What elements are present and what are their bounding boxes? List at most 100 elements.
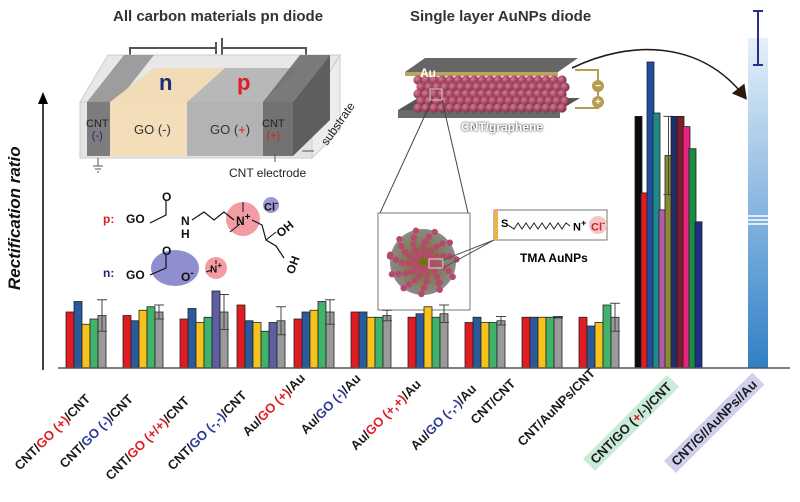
bar-5-3 — [374, 316, 384, 369]
bar-7-4 — [496, 320, 506, 369]
title-aunps-diode: Single layer AuNPs diode — [410, 8, 592, 25]
bar-7-3 — [488, 322, 498, 369]
n-go-label: GO — [126, 268, 145, 282]
bar-9-2 — [594, 322, 604, 369]
cnt-left-label: CNT(-) — [86, 118, 109, 142]
pn-diode-diagram — [79, 38, 341, 173]
tma-aunps-label: TMA AuNPs — [520, 251, 588, 265]
go-positive-label: GO (+) — [210, 122, 251, 137]
au-electrode-label: Au — [420, 66, 436, 80]
bar-2-1 — [187, 308, 197, 369]
error-bar-7 — [496, 316, 506, 326]
bar-6-2 — [423, 306, 433, 369]
bar-1-4 — [154, 311, 164, 369]
bar-9-0 — [578, 316, 588, 369]
ligand-s: S — [501, 218, 509, 230]
bar-2-0 — [179, 318, 189, 369]
minus-terminal-icon — [592, 80, 604, 92]
cnt-right-label: CNT(+) — [262, 118, 285, 142]
error-bar-2 — [219, 294, 229, 330]
ligand-n: N+ — [573, 218, 587, 234]
error-bar-8 — [553, 316, 563, 319]
n-ammonium-n: N+ — [210, 260, 223, 276]
bar-7-2 — [480, 322, 490, 369]
p-chem-prefix: p: — [103, 212, 115, 226]
bar-4-0 — [293, 318, 303, 369]
bar-9-1 — [586, 325, 596, 369]
bar-5-4 — [382, 315, 392, 369]
bar-8-1 — [529, 316, 539, 369]
error-bar-4 — [325, 299, 335, 325]
bar-1-3 — [146, 306, 156, 369]
bar-0-1 — [73, 301, 83, 369]
bar-9-3 — [602, 304, 612, 369]
aunp-device-diagram: − + — [379, 48, 747, 214]
bar-11-0 — [748, 38, 768, 368]
bar-4-3 — [317, 301, 327, 369]
bar-3-3 — [260, 330, 270, 369]
curved-arrow-icon — [571, 48, 747, 100]
go-negative-label: GO (-) — [134, 122, 171, 137]
chloride-ion — [589, 216, 607, 234]
p-amide-h: H — [181, 227, 190, 241]
svg-text:−: − — [595, 81, 601, 92]
p-carbonyl-o: O — [162, 190, 172, 204]
bar-5-0 — [350, 311, 360, 369]
bar-4-1 — [301, 311, 311, 369]
error-bar-3 — [276, 306, 286, 336]
bar-1-0 — [122, 315, 132, 369]
bar-7-0 — [464, 322, 474, 369]
svg-text:+: + — [595, 97, 601, 108]
bar-8-4 — [553, 316, 563, 369]
ground-icon — [93, 158, 103, 173]
title-carbon-pn-diode: All carbon materials pn diode — [113, 8, 324, 25]
bar-5-2 — [366, 316, 376, 369]
y-axis-arrow-icon — [38, 92, 48, 104]
p-go-label: GO — [126, 212, 145, 226]
bar-5-1 — [358, 311, 368, 369]
y-axis — [38, 92, 48, 370]
bar-4-2 — [309, 309, 319, 369]
bar-8-3 — [545, 316, 555, 369]
p-ammonium-n: N+ — [236, 212, 251, 228]
p-amide-n: N — [181, 214, 190, 228]
cnt-graphene-label: CNT/graphene — [461, 120, 544, 134]
bar-1-1 — [130, 320, 140, 369]
bar-7-1 — [472, 316, 482, 369]
p-chloride: Cl- — [264, 198, 279, 214]
p-region-label: p — [237, 70, 251, 95]
error-bar-5 — [382, 309, 392, 322]
error-bar-11 — [753, 10, 763, 66]
n-carbonyl-o: O — [162, 244, 172, 258]
bar-3-4 — [268, 322, 278, 369]
n-carboxylate-o: O- — [181, 268, 194, 284]
bar-2-3 — [203, 316, 213, 369]
bar-2-2 — [195, 322, 205, 369]
error-bar-6 — [439, 304, 449, 323]
nanoparticle-inset — [377, 209, 608, 311]
bar-10-10 — [694, 221, 703, 369]
bar-8-2 — [537, 316, 547, 369]
bar-6-1 — [415, 313, 425, 369]
error-bar-0 — [97, 299, 107, 332]
plus-terminal-icon — [592, 96, 604, 108]
bar-6-3 — [431, 316, 441, 369]
bar-3-2 — [252, 322, 262, 369]
bar-1-2 — [138, 309, 148, 369]
bar-0-2 — [81, 323, 91, 369]
nanoparticle-stack — [413, 75, 570, 113]
n-chem-prefix: n: — [103, 266, 115, 280]
bar-2-4 — [211, 290, 221, 369]
error-bar-9 — [610, 302, 620, 332]
bar-8-0 — [521, 316, 531, 369]
bar-0-3 — [89, 318, 99, 369]
bar-3-1 — [244, 320, 254, 369]
n-region-label: n — [159, 70, 173, 95]
bar-0-0 — [65, 311, 75, 369]
bar-6-0 — [407, 316, 417, 369]
cnt-electrode-label: CNT electrode — [229, 166, 307, 180]
chemistry-structures — [149, 197, 285, 286]
bar-3-0 — [236, 304, 246, 369]
ligand-cl: Cl- — [591, 218, 606, 234]
